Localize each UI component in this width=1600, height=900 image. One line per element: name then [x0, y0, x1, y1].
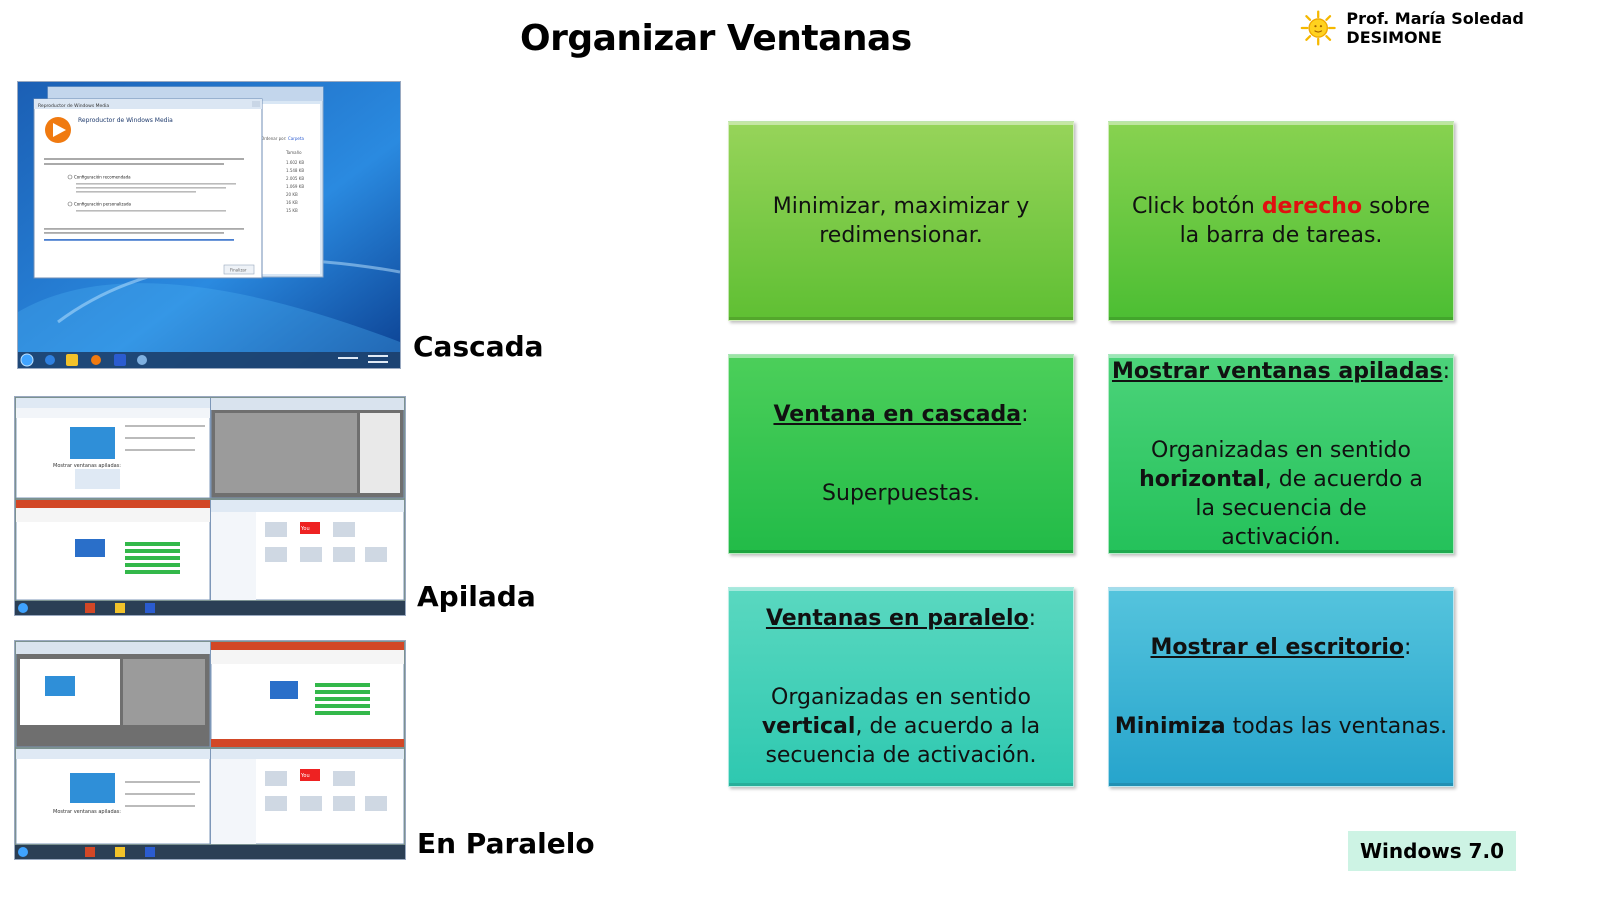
author-block: Prof. María Soledad DESIMONE [1300, 8, 1600, 48]
svg-text:Carpeta: Carpeta [288, 136, 304, 141]
svg-text:1.069 KB: 1.069 KB [286, 184, 304, 189]
svg-text:Ordenar por:: Ordenar por: [261, 136, 287, 141]
tile-bold: vertical [761, 714, 856, 739]
tile-heading-line: Mostrar el escritorio: [1150, 635, 1412, 660]
tile-stacked: Mostrar ventanas apiladas: Organizadas e… [1108, 354, 1454, 554]
tile-bold: horizontal [1139, 466, 1265, 492]
highlight-derecho: derecho [1261, 194, 1363, 219]
dialog-option-recommended: Configuración recomendada [74, 175, 131, 180]
dialog-heading: Reproductor de Windows Media [78, 117, 173, 124]
label-cascada: Cascada [413, 330, 544, 363]
tile-heading: Mostrar ventanas apiladas [1111, 358, 1443, 384]
svg-text:2.005 KB: 2.005 KB [286, 176, 304, 181]
tile-heading-line: Ventanas en paralelo: [765, 606, 1037, 631]
tile-heading: Mostrar el escritorio [1150, 635, 1405, 660]
stacked-screenshot: Mostrar ventanas apiladas: You [14, 396, 406, 616]
svg-text:Mostrar ventanas apiladas:: Mostrar ventanas apiladas: [53, 463, 121, 469]
svg-text:You: You [300, 526, 310, 532]
label-en-paralelo: En Paralelo [417, 827, 595, 860]
tile-text: Organizadas en sentido vertical, de acue… [729, 683, 1073, 770]
parallel-screenshot: Mostrar ventanas apiladas: You [14, 640, 406, 860]
svg-text:1.602 KB: 1.602 KB [286, 160, 304, 165]
svg-text:15 KB: 15 KB [286, 208, 298, 213]
tile-bold: Minimiza [1114, 714, 1226, 739]
tile-heading: Ventana en cascada [773, 402, 1022, 427]
label-apilada: Apilada [417, 580, 536, 613]
svg-text:Mostrar ventanas apiladas:: Mostrar ventanas apiladas: [53, 809, 121, 815]
tile-heading-line: Ventana en cascada: [773, 402, 1029, 427]
tile-right-click-taskbar: Click botón derecho sobre la barra de ta… [1108, 121, 1454, 321]
tile-heading-line: Mostrar ventanas apiladas: [1111, 358, 1450, 384]
svg-text:16 KB: 16 KB [286, 200, 298, 205]
svg-text:1.548 KB: 1.548 KB [286, 168, 304, 173]
tile-text-end: sobre la barra de tareas. [1179, 194, 1431, 248]
tile-text-end: todas las ventanas. [1225, 714, 1448, 739]
tile-text: Organizadas en sentido horizontal, de ac… [1109, 436, 1453, 552]
svg-text:Tamaño: Tamaño [285, 150, 302, 155]
tile-cascade: Ventana en cascada: Superpuestas. [728, 354, 1074, 554]
dialog-window-title: Reproductor de Windows Media [38, 103, 109, 109]
version-badge: Windows 7.0 [1348, 831, 1516, 871]
cascade-screenshot: Ordenar por:Carpeta Tamaño 1.602 KB 1.548… [17, 81, 401, 369]
page-title: Organizar Ventanas [520, 18, 912, 59]
dialog-option-custom: Configuración personalizada [74, 202, 132, 207]
tile-text-end: , de acuerdo a la secuencia de activació… [765, 714, 1041, 768]
tile-show-desktop: Mostrar el escritorio: Minimiza todas la… [1108, 587, 1454, 787]
tile-text-start: Organizadas en sentido [771, 685, 1031, 710]
author-name: Prof. María Soledad DESIMONE [1346, 9, 1524, 47]
dialog-finish-button: Finalizar [230, 268, 247, 273]
tile-text: Superpuestas. [822, 481, 980, 506]
svg-text:You: You [300, 773, 310, 779]
tile-minimize-maximize: Minimizar, maximizar y redimensionar. [728, 121, 1074, 321]
tile-text-end: , de acuerdo a la secuencia de activació… [1195, 466, 1423, 550]
tile-text-start: Click botón [1131, 194, 1262, 219]
tile-heading: Ventanas en paralelo [765, 606, 1029, 631]
tile-text: Click botón derecho sobre la barra de ta… [1109, 192, 1453, 250]
tile-parallel: Ventanas en paralelo: Organizadas en sen… [728, 587, 1074, 787]
tile-text: Minimiza todas las ventanas. [1115, 712, 1447, 741]
svg-text:20 KB: 20 KB [286, 192, 298, 197]
tile-text: Minimizar, maximizar y redimensionar. [772, 194, 1030, 248]
tile-text-start: Organizadas en sentido [1151, 437, 1411, 463]
sun-icon [1300, 10, 1336, 46]
